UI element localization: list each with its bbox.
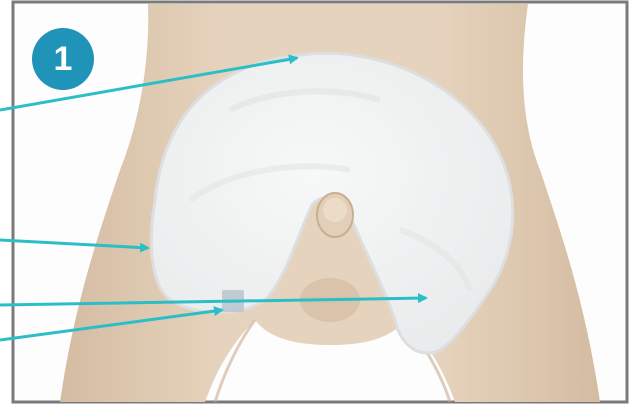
body-center — [317, 193, 353, 237]
step-badge — [32, 28, 94, 90]
